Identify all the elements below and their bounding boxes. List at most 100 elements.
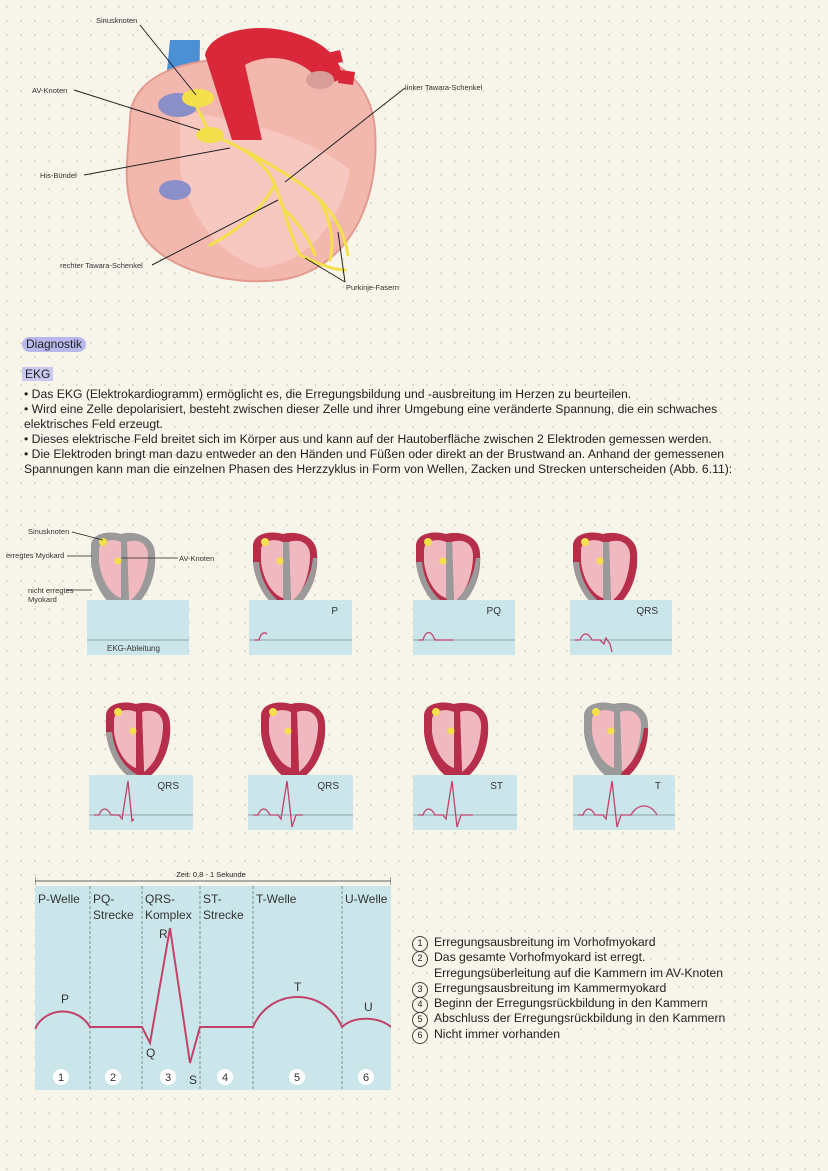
ecg-trace — [418, 780, 473, 828]
segment-number-circle — [53, 1069, 69, 1085]
panel-heart-icon — [416, 532, 481, 612]
panel-phase-label: ST — [490, 781, 503, 792]
panel-label-nicht-erregtes: nicht erregtes — [28, 586, 74, 595]
panel-ecg-box: QRS — [570, 600, 672, 655]
label-sinusknoten: Sinusknoten — [96, 16, 138, 25]
aorta-branch — [318, 50, 343, 66]
ecg-trace — [418, 631, 453, 641]
chamber-left — [581, 540, 603, 598]
wave-label: P — [61, 992, 69, 1006]
chart-background — [35, 886, 391, 1090]
panel-label-sinusknoten: Sinusknoten — [28, 527, 70, 536]
aorta — [205, 27, 341, 140]
segment-title: Komplex — [145, 908, 192, 922]
segment-number-circle — [105, 1069, 121, 1085]
segment-number: 4 — [222, 1072, 228, 1084]
panel-heart-icon — [106, 702, 171, 782]
sinusknoten-dot — [269, 708, 277, 716]
panel-label-erregtes-myokard: erregtes Myokard — [6, 551, 65, 560]
legend-text: Beginn der Erregungsrückbildung in den K… — [434, 996, 708, 1011]
legend-number: 6 — [412, 1027, 428, 1044]
paragraph: • Die Elektroden bringt man dazu entwede… — [24, 447, 733, 476]
septum — [283, 542, 291, 606]
panel-heart-icon — [424, 702, 489, 782]
label-av-knoten: AV-Knoten — [32, 86, 68, 95]
panel-phase-label: PQ — [486, 606, 501, 617]
panel-phase-label: QRS — [317, 781, 339, 792]
chamber-right — [289, 540, 311, 602]
av-knoten-dot — [276, 557, 284, 565]
septum — [291, 712, 299, 776]
legend-text: Das gesamte Vorhofmyokard ist erregt. — [434, 950, 646, 965]
wave-label: R — [159, 927, 168, 941]
segment-title: ST- — [203, 892, 222, 906]
panel-ecg-trace-svg — [570, 633, 672, 653]
panel-ecg-trace-svg — [249, 632, 352, 641]
legend-text: Nicht immer vorhanden — [434, 1026, 560, 1041]
legend-item: Erregungsüberleitung auf die Kammern im … — [412, 966, 725, 981]
chamber-left — [114, 710, 136, 768]
segment-title: PQ- — [93, 892, 114, 906]
wave-label: T — [294, 980, 302, 994]
ecg-trace — [578, 780, 658, 828]
legend-item: 2 Das gesamte Vorhofmyokard ist erregt. — [412, 950, 725, 968]
legend-item: 6 Nicht immer vorhanden — [412, 1026, 725, 1044]
panel-phase-label: QRS — [157, 781, 179, 792]
panel-ecg-box: QRS — [89, 775, 193, 830]
segment-number: 2 — [110, 1072, 116, 1084]
panel-phase-label: T — [654, 781, 661, 792]
chamber-left — [99, 540, 121, 598]
panel-ecg-trace-svg — [89, 780, 193, 823]
chamber-right — [460, 710, 482, 772]
aorta-branch — [338, 70, 355, 85]
ecg-trace — [254, 632, 268, 641]
section-heading: Diagnostik — [22, 337, 87, 352]
paragraph: • Das EKG (Elektrokardiogramm) ermöglich… — [24, 387, 632, 401]
panel-ecg-trace-svg — [573, 780, 675, 828]
chamber-right — [620, 710, 642, 772]
sinusknoten-dot — [432, 708, 440, 716]
av-knoten-dot — [596, 557, 604, 565]
panel-ecg-box: ST — [413, 775, 517, 830]
av-knoten-dot — [447, 727, 455, 735]
panel-ecg-box: QRS — [248, 775, 353, 830]
heart-conduction-illustration — [73, 24, 406, 283]
paragraph: • Dieses elektrische Feld breitet sich i… — [24, 432, 712, 446]
leader-lines — [73, 24, 406, 283]
segment-title: Strecke — [203, 908, 244, 922]
label-rechter-tawara: rechter Tawara-Schenkel — [60, 261, 143, 270]
sinusknoten-dot — [261, 538, 269, 546]
legend-text: Erregungsüberleitung auf die Kammern im … — [434, 965, 724, 980]
sinusknoten-dot — [114, 708, 122, 716]
segment-number: 6 — [363, 1072, 369, 1084]
panel-ecg-trace-svg — [87, 639, 189, 641]
panel-ecg-trace-svg — [413, 631, 515, 641]
label-purkinje: Purkinje-Fasern — [346, 283, 399, 292]
ecg-main-trace — [34, 927, 392, 1064]
chamber-left — [261, 540, 283, 598]
segment-number-circle — [358, 1069, 374, 1085]
ekg-ableitung-label: EKG-Ableitung — [107, 644, 160, 653]
panel-ecg-trace-svg — [413, 780, 517, 828]
av-knoten-dot — [129, 727, 137, 735]
panel-phase-label: QRS — [636, 606, 658, 617]
segment-title: U-Welle — [345, 892, 388, 906]
panel-label-myokard: Myokard — [28, 595, 57, 604]
chart-title: Zeit: 0,8 - 1 Sekunde — [176, 870, 246, 879]
segment-number: 3 — [165, 1072, 171, 1084]
wave-label: U — [364, 1000, 373, 1014]
av-knoten-dot — [284, 727, 292, 735]
chamber-right — [609, 540, 631, 602]
panel-ecg-trace-svg — [248, 780, 353, 828]
segment-title: P-Welle — [38, 892, 80, 906]
av-knoten-marker — [196, 127, 224, 143]
chamber-right — [452, 540, 474, 602]
legend-number: 2 — [412, 951, 428, 968]
panel-phase-label: P — [331, 606, 338, 617]
panel-heart-icon — [261, 702, 326, 782]
